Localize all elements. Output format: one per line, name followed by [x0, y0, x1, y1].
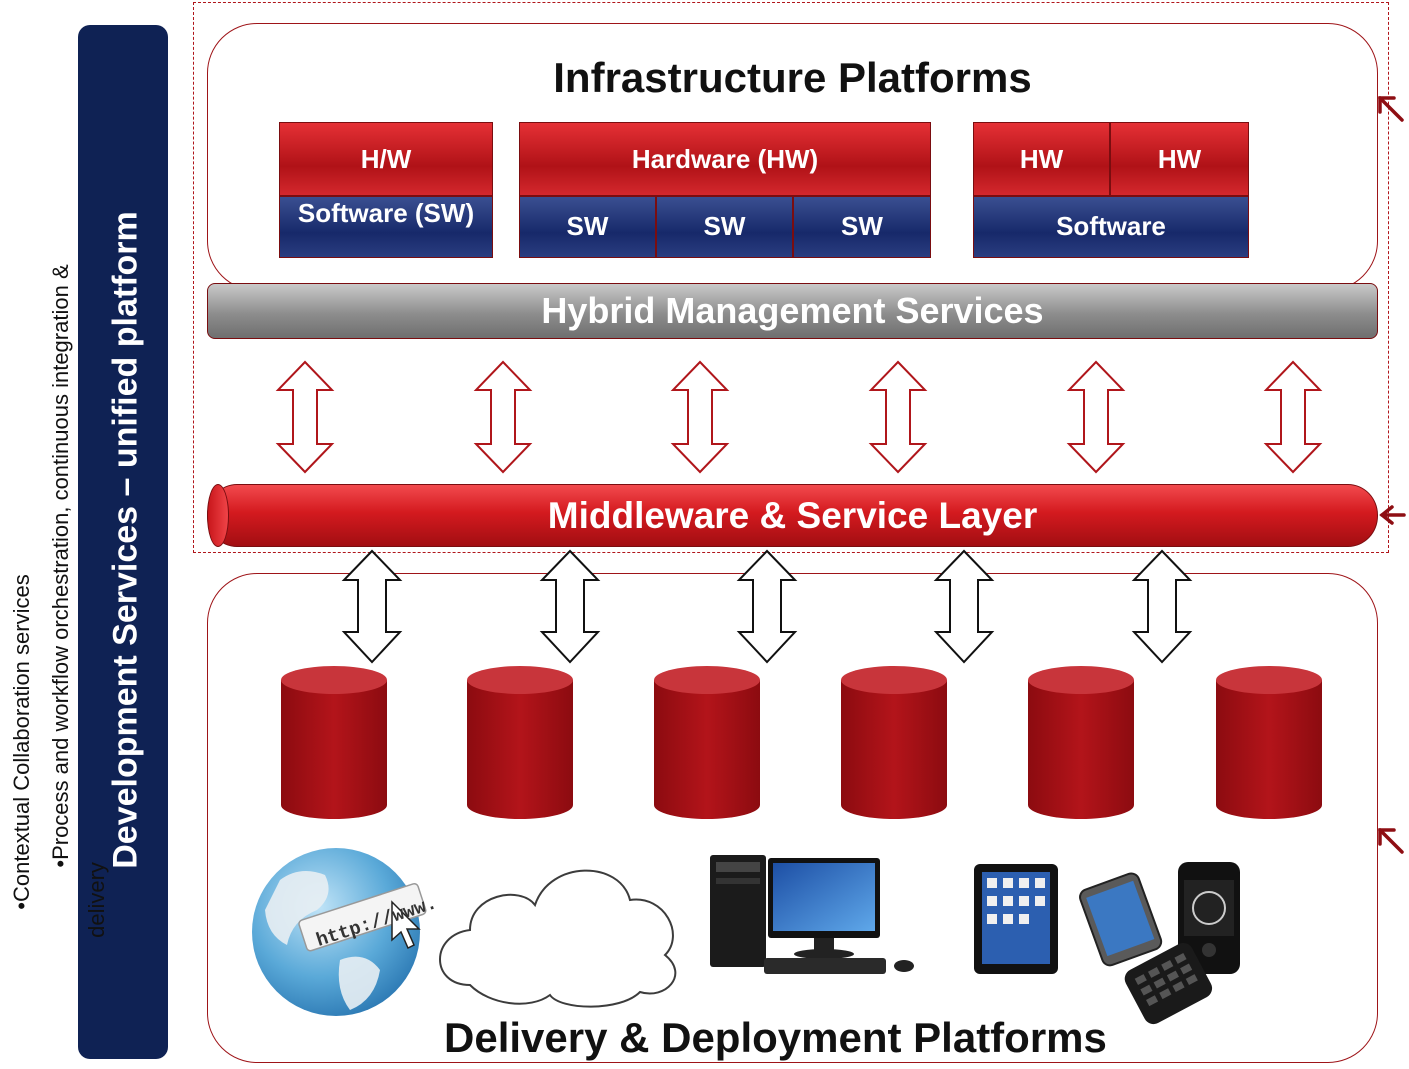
sw-block-1: Software (SW) — [279, 196, 493, 258]
double-arrow-icon — [868, 360, 928, 474]
infrastructure-title: Infrastructure Platforms — [553, 54, 1032, 101]
double-arrow-icon — [341, 549, 403, 664]
hw-block-3a: HW — [973, 122, 1110, 196]
middleware-bar-cap — [207, 484, 229, 547]
double-arrow-icon — [275, 360, 335, 474]
middleware-bar: Middleware & Service Layer — [207, 484, 1378, 547]
sw-block-3: Software — [973, 196, 1249, 258]
pointer-arrow-icon — [1378, 828, 1404, 854]
double-arrow-icon — [1131, 549, 1193, 664]
edge-arrows — [1378, 96, 1406, 854]
delivery-title: Delivery & Deployment Platforms — [444, 1014, 1107, 1061]
database-cylinder-icon — [841, 666, 947, 819]
double-arrow-icon — [933, 549, 995, 664]
hw-block-2: Hardware (HW) — [519, 122, 931, 196]
sw-block-2b: SW — [656, 196, 793, 258]
double-arrow-icon — [736, 549, 798, 664]
database-cylinders — [281, 666, 1322, 819]
sw-block-2a: SW — [519, 196, 656, 258]
pointer-arrow-icon — [1379, 505, 1406, 525]
hw-block-3b: HW — [1110, 122, 1249, 196]
lower-arrows — [341, 549, 1193, 664]
double-arrow-icon — [670, 360, 730, 474]
pointer-arrow-icon — [1378, 96, 1404, 122]
globe-web-icon — [252, 848, 427, 1016]
sw-block-2c: SW — [793, 196, 931, 258]
double-arrow-icon — [1066, 360, 1126, 474]
double-arrow-icon — [1263, 360, 1323, 474]
mobile-phones-icon — [1079, 862, 1240, 1025]
database-cylinder-icon — [1216, 666, 1322, 819]
tablet-icon — [974, 864, 1058, 974]
hw-block-1: H/W — [279, 122, 493, 196]
desktop-pc-icon — [710, 855, 914, 974]
database-cylinder-icon — [654, 666, 760, 819]
database-cylinder-icon — [467, 666, 573, 819]
hybrid-management-bar: Hybrid Management Services — [207, 283, 1378, 339]
double-arrow-icon — [539, 549, 601, 664]
database-cylinder-icon — [1028, 666, 1134, 819]
upper-boundary — [193, 2, 1389, 553]
cloud-icon — [439, 869, 677, 1008]
upper-arrows — [275, 360, 1323, 474]
sidebar-panel — [78, 25, 168, 1059]
database-cylinder-icon — [281, 666, 387, 819]
double-arrow-icon — [473, 360, 533, 474]
